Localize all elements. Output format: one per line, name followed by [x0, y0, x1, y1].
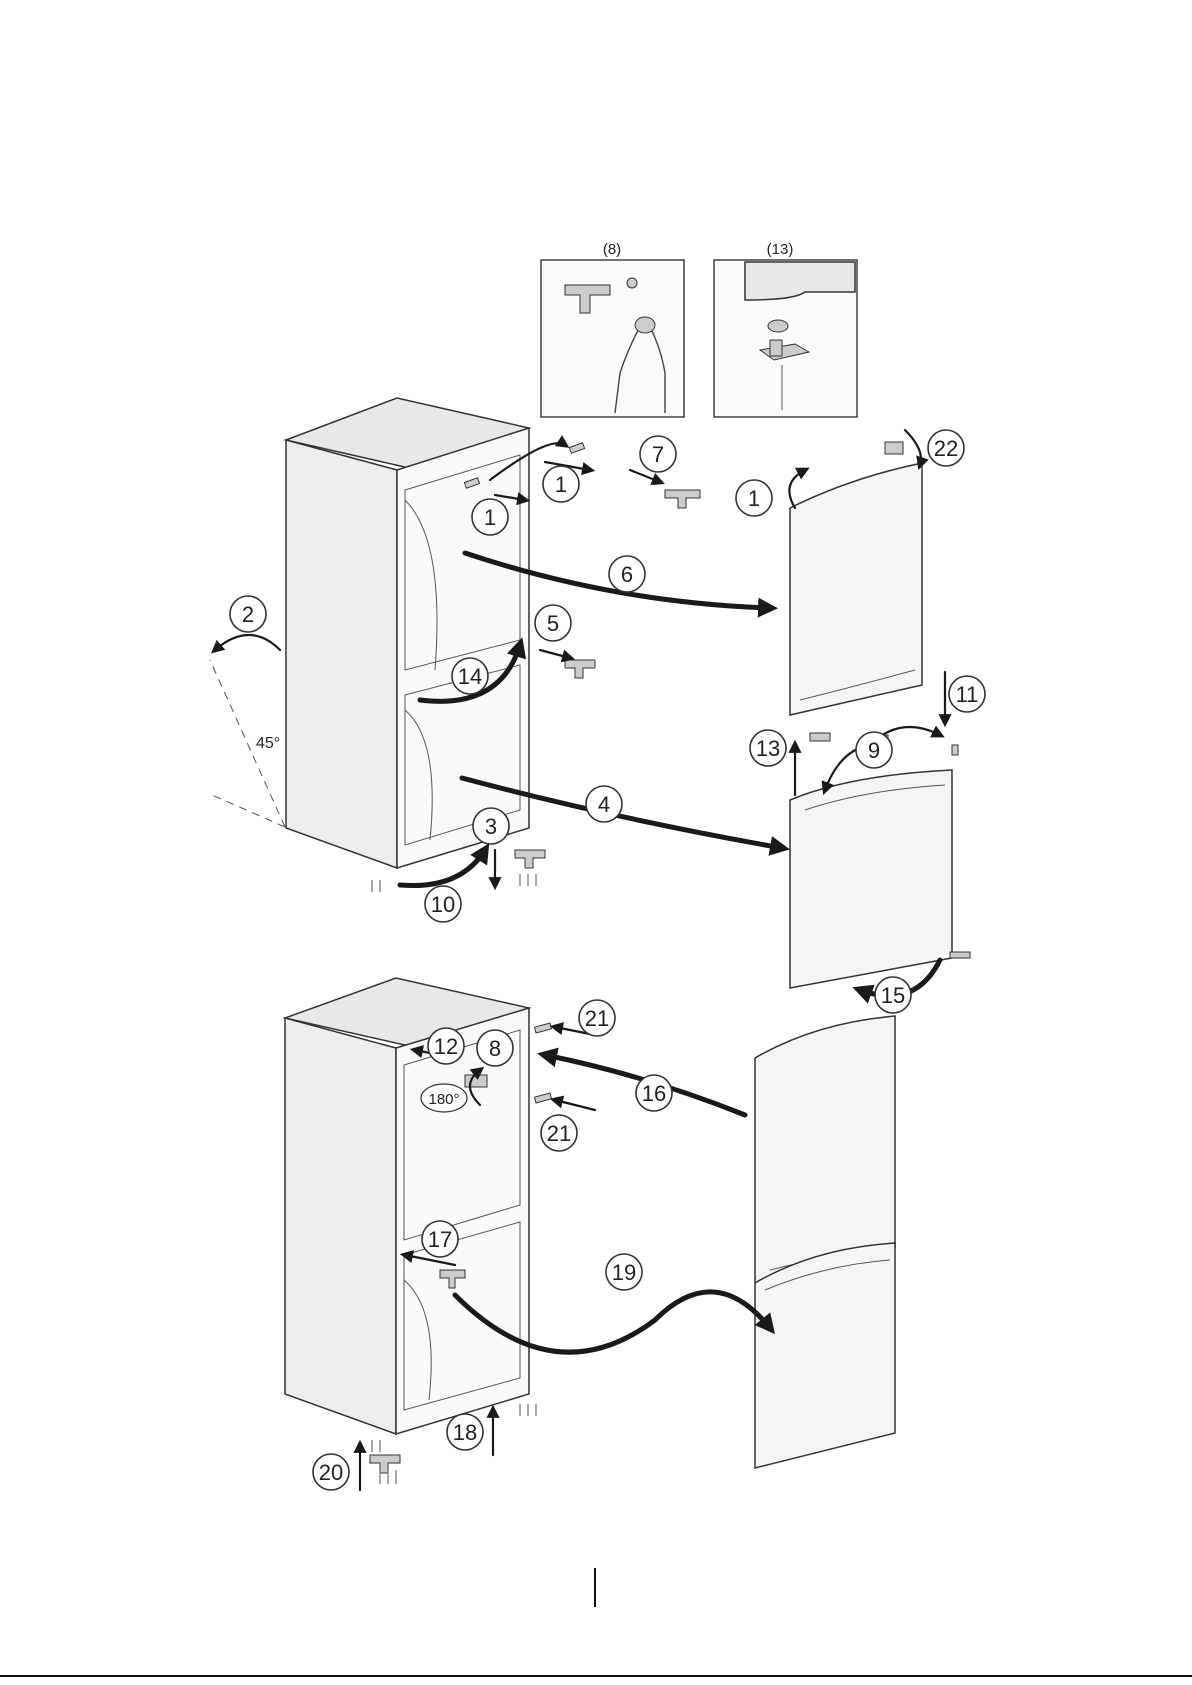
step-8: 8 [477, 1030, 513, 1066]
step-21b: 21 [541, 1115, 577, 1151]
step-9: 9 [856, 732, 892, 768]
step-22-label: 22 [934, 436, 958, 461]
step-2: 2 [230, 596, 266, 632]
step-14-label: 14 [458, 664, 482, 689]
step-18-label: 18 [453, 1420, 477, 1445]
step-8-label: 8 [489, 1036, 501, 1061]
step-1b-label: 1 [484, 505, 496, 530]
step-2-label: 2 [242, 602, 254, 627]
fridge-top-assembly: 45° [210, 398, 529, 868]
step-1a: 1 [543, 466, 579, 502]
step-17-label: 17 [428, 1227, 452, 1252]
step-19: 19 [606, 1254, 642, 1290]
step-15-label: 15 [881, 983, 905, 1008]
step-11: 11 [949, 676, 985, 712]
step-21a-label: 21 [585, 1006, 609, 1031]
step-16: 16 [636, 1075, 672, 1111]
step-1b: 1 [472, 499, 508, 535]
step-10: 10 [425, 886, 461, 922]
step-17: 17 [422, 1221, 458, 1257]
step-16-label: 16 [642, 1081, 666, 1106]
fridge-door-upper-1 [790, 463, 922, 715]
inset-8-panel: (8) [541, 241, 684, 417]
step-21b-label: 21 [547, 1121, 571, 1146]
step-4: 4 [586, 786, 622, 822]
step-11-label: 11 [956, 682, 979, 707]
step-18: 18 [447, 1414, 483, 1450]
step-7: 7 [640, 436, 676, 472]
step-6-label: 6 [621, 562, 633, 587]
freezer-door-upper-1 [790, 770, 952, 988]
step-10-label: 10 [431, 892, 455, 917]
step-3-label: 3 [485, 814, 497, 839]
step-6: 6 [609, 556, 645, 592]
step-5: 5 [535, 605, 571, 641]
step-13: 13 [750, 730, 786, 766]
step-15: 15 [875, 977, 911, 1013]
step-14: 14 [452, 658, 488, 694]
step-20: 20 [313, 1454, 349, 1490]
step-22: 22 [928, 430, 964, 466]
inset-8-label: (8) [603, 241, 621, 258]
step-12: 12 [428, 1028, 464, 1064]
step-13-label: 13 [756, 736, 780, 761]
rotate-angle-label: 180° [428, 1091, 459, 1108]
tilt-angle-label: 45° [256, 735, 280, 752]
step-1c: 1 [736, 480, 772, 516]
step-1c-label: 1 [748, 486, 760, 511]
step-9-label: 9 [868, 738, 880, 763]
inset-13-panel: (13) [714, 241, 857, 417]
step-21a: 21 [579, 1000, 615, 1036]
step-4-label: 4 [598, 792, 610, 817]
freezer-door-lower [755, 1243, 895, 1468]
step-7-label: 7 [652, 442, 664, 467]
inset-13-label: (13) [767, 241, 794, 258]
step-19-label: 19 [612, 1260, 636, 1285]
step-12-label: 12 [434, 1034, 458, 1059]
step-1a-label: 1 [555, 472, 567, 497]
step-20-label: 20 [319, 1460, 343, 1485]
step-3: 3 [473, 808, 509, 844]
fridge-door-lower [755, 1016, 895, 1283]
step-5-label: 5 [547, 611, 559, 636]
